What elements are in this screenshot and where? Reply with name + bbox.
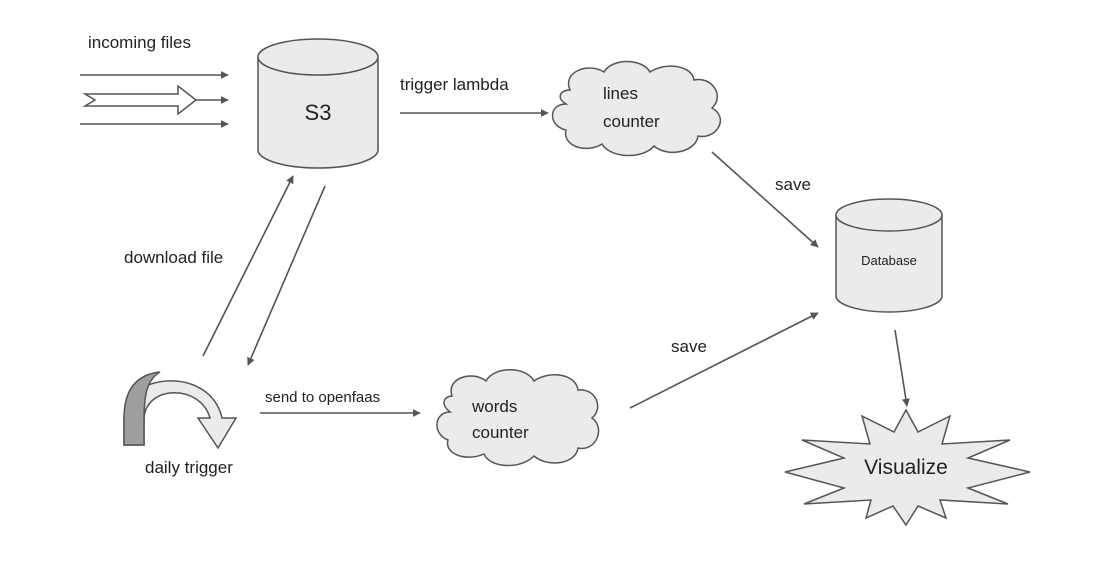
database-label: Database (861, 253, 917, 268)
save-arrow-bottom (629, 312, 819, 409)
daily-trigger-label: daily trigger (145, 458, 233, 477)
download-file-arrow (202, 175, 294, 357)
s3-to-trigger-arrow (247, 185, 326, 366)
words-counter-label-line2: counter (472, 423, 529, 442)
database-to-visualize-arrow (894, 329, 910, 407)
save-label-bottom: save (671, 337, 707, 356)
database-cylinder (835, 198, 943, 313)
lines-counter-cloud (551, 60, 722, 157)
trigger-lambda-label: trigger lambda (400, 75, 509, 94)
lines-counter-label-line1: lines (603, 84, 638, 103)
words-counter-cloud (436, 369, 600, 467)
incoming-files-label: incoming files (88, 33, 191, 52)
download-file-label: download file (124, 248, 224, 267)
save-arrow-top (711, 151, 819, 248)
save-label-top: save (775, 175, 811, 194)
visualize-starburst (784, 408, 1031, 527)
s3-label: S3 (304, 100, 332, 125)
words-counter-label-line1: words (472, 397, 518, 416)
visualize-label: Visualize (864, 456, 948, 479)
send-to-openfaas-label: send to openfaas (265, 389, 381, 406)
s3-cylinder (257, 38, 379, 169)
hollow-block-arrow (82, 84, 198, 116)
lines-counter-label-line2: counter (603, 112, 660, 131)
daily-trigger-icon (123, 371, 238, 450)
